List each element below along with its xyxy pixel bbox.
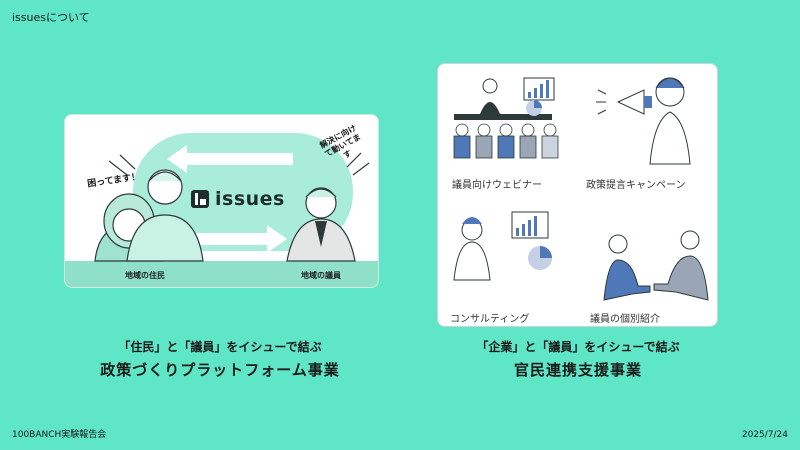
ground-strip: [65, 261, 378, 287]
footer-event-name: 100BANCH実験報告会: [12, 430, 107, 440]
left-caption: 「住民」と「議員」をイシューで結ぶ 政策づくりプラットフォーム事業: [60, 338, 380, 380]
label-campaign: 政策提言キャンペーン: [586, 180, 686, 191]
arrow-left-shaft: [183, 153, 293, 165]
label-residents: 地域の住民: [125, 271, 165, 280]
introduction-illustration: [603, 230, 709, 301]
right-caption-sub: 「企業」と「議員」をイシューで結ぶ: [476, 340, 680, 354]
consulting-illustration: [453, 211, 552, 281]
webinar-illustration: [453, 77, 559, 159]
services-illustration: [453, 77, 709, 301]
platform-illustration-card: issues 困ってます！ 解決に向けて動いてます 地域の住民 地域の議員: [64, 114, 379, 288]
council-member-figure: [286, 187, 356, 262]
services-illustration-card: 議員向けウェビナー 政策提言キャンペーン コンサルティング 議員の個別紹介: [437, 63, 718, 327]
footer-date: 2025/7/24: [741, 430, 788, 440]
platform-illustration: [65, 133, 378, 287]
left-caption-sub: 「住民」と「議員」をイシューで結ぶ: [118, 340, 322, 354]
resident-man-figure: [126, 169, 204, 262]
campaign-illustration: [596, 77, 691, 165]
arrow-right-head: [267, 225, 287, 253]
label-webinar: 議員向けウェビナー: [452, 180, 542, 191]
label-members: 地域の議員: [301, 271, 341, 280]
left-caption-main: 政策づくりプラットフォーム事業: [100, 361, 340, 379]
label-introduction: 議員の個別紹介: [590, 314, 660, 325]
issues-logo-icon: [191, 190, 209, 208]
label-consulting: コンサルティング: [450, 314, 530, 325]
issues-logo-text: issues: [215, 188, 285, 210]
right-caption: 「企業」と「議員」をイシューで結ぶ 官民連携支援事業: [418, 338, 738, 380]
arrow-left-head: [167, 145, 187, 173]
right-caption-main: 官民連携支援事業: [513, 361, 642, 379]
issues-logo: issues: [191, 188, 285, 210]
page-section-title: issuesについて: [12, 11, 90, 24]
